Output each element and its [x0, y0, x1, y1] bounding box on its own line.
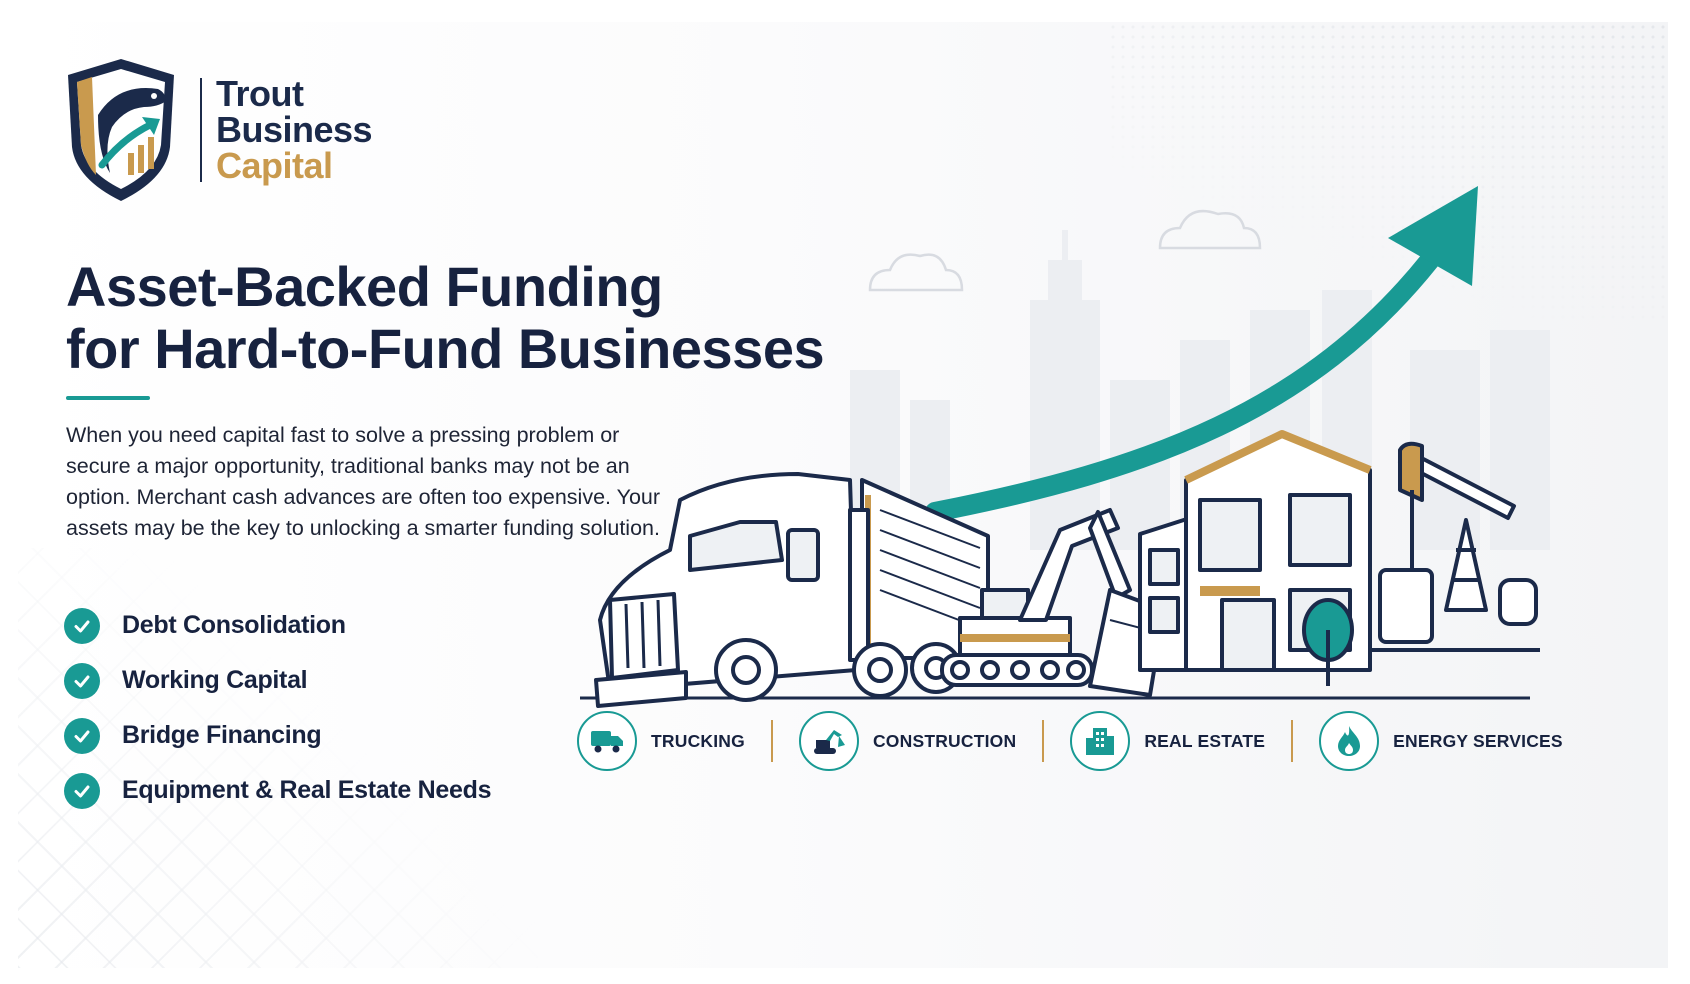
- list-item: Bridge Financing: [64, 708, 491, 763]
- brand-logo: Trout Business Capital: [62, 55, 373, 205]
- trout-shield-logo-icon: [68, 59, 174, 201]
- check-circle-icon: [64, 662, 100, 699]
- brand-name-line1: Trout: [216, 73, 304, 114]
- page-headline: Asset-Backed Funding for Hard-to-Fund Bu…: [66, 255, 825, 380]
- benefit-label: Bridge Financing: [122, 721, 322, 749]
- growth-arrowhead: [1388, 186, 1478, 286]
- industry-energy-services: ENERGY SERVICES: [1319, 711, 1563, 771]
- benefit-label: Working Capital: [122, 666, 308, 694]
- industry-divider: [1042, 720, 1045, 762]
- cloud-icons: [868, 209, 1262, 292]
- semi-truck-illustration: [594, 472, 990, 708]
- growth-arrow: [925, 250, 1440, 522]
- building-icon: [1070, 711, 1131, 771]
- excavator-icon: [798, 711, 859, 771]
- benefit-label: Equipment & Real Estate Needs: [122, 776, 492, 804]
- brand-name-line3: Capital: [216, 145, 333, 186]
- check-circle-icon: [64, 717, 100, 754]
- list-item: Equipment & Real Estate Needs: [64, 763, 491, 818]
- tree-illustration: [1302, 598, 1354, 686]
- check-circle-icon: [64, 772, 100, 809]
- diagonal-pattern-decoration: [18, 548, 538, 968]
- industry-divider: [1291, 720, 1294, 762]
- headline-line2: for Hard-to-Fund Businesses: [66, 317, 825, 380]
- industry-label: ENERGY SERVICES: [1393, 730, 1563, 751]
- industry-trucking: TRUCKING: [577, 711, 745, 771]
- brand-name: Trout Business Capital: [216, 73, 373, 186]
- flame-icon: [1319, 711, 1380, 771]
- industry-real-estate: REAL ESTATE: [1070, 711, 1265, 771]
- accent-underline: [66, 396, 150, 400]
- intro-paragraph: When you need capital fast to solve a pr…: [66, 423, 661, 540]
- industry-construction: CONSTRUCTION: [798, 711, 1017, 771]
- industry-label: CONSTRUCTION: [872, 730, 1017, 751]
- truck-icon: [577, 711, 637, 771]
- list-item: Working Capital: [64, 653, 491, 708]
- industry-illustration: [580, 186, 1550, 708]
- benefit-label: Debt Consolidation: [122, 611, 346, 639]
- list-item: Debt Consolidation: [64, 598, 491, 653]
- industry-label: REAL ESTATE: [1144, 730, 1266, 751]
- industry-divider: [770, 720, 773, 762]
- industry-label: TRUCKING: [651, 730, 745, 751]
- benefits-list: Debt Consolidation Working Capital Bridg…: [64, 598, 491, 818]
- check-circle-icon: [64, 607, 100, 644]
- brand-name-line2: Business: [216, 109, 373, 150]
- dot-pattern-decoration: [1108, 22, 1668, 322]
- logo-divider: [200, 78, 202, 182]
- headline-line1: Asset-Backed Funding: [66, 255, 663, 318]
- oil-pump-illustration: [1370, 441, 1540, 652]
- industries-bar: TRUCKING CONSTRUCTION REAL ESTATE: [577, 706, 1563, 776]
- banner-canvas: [18, 22, 1668, 968]
